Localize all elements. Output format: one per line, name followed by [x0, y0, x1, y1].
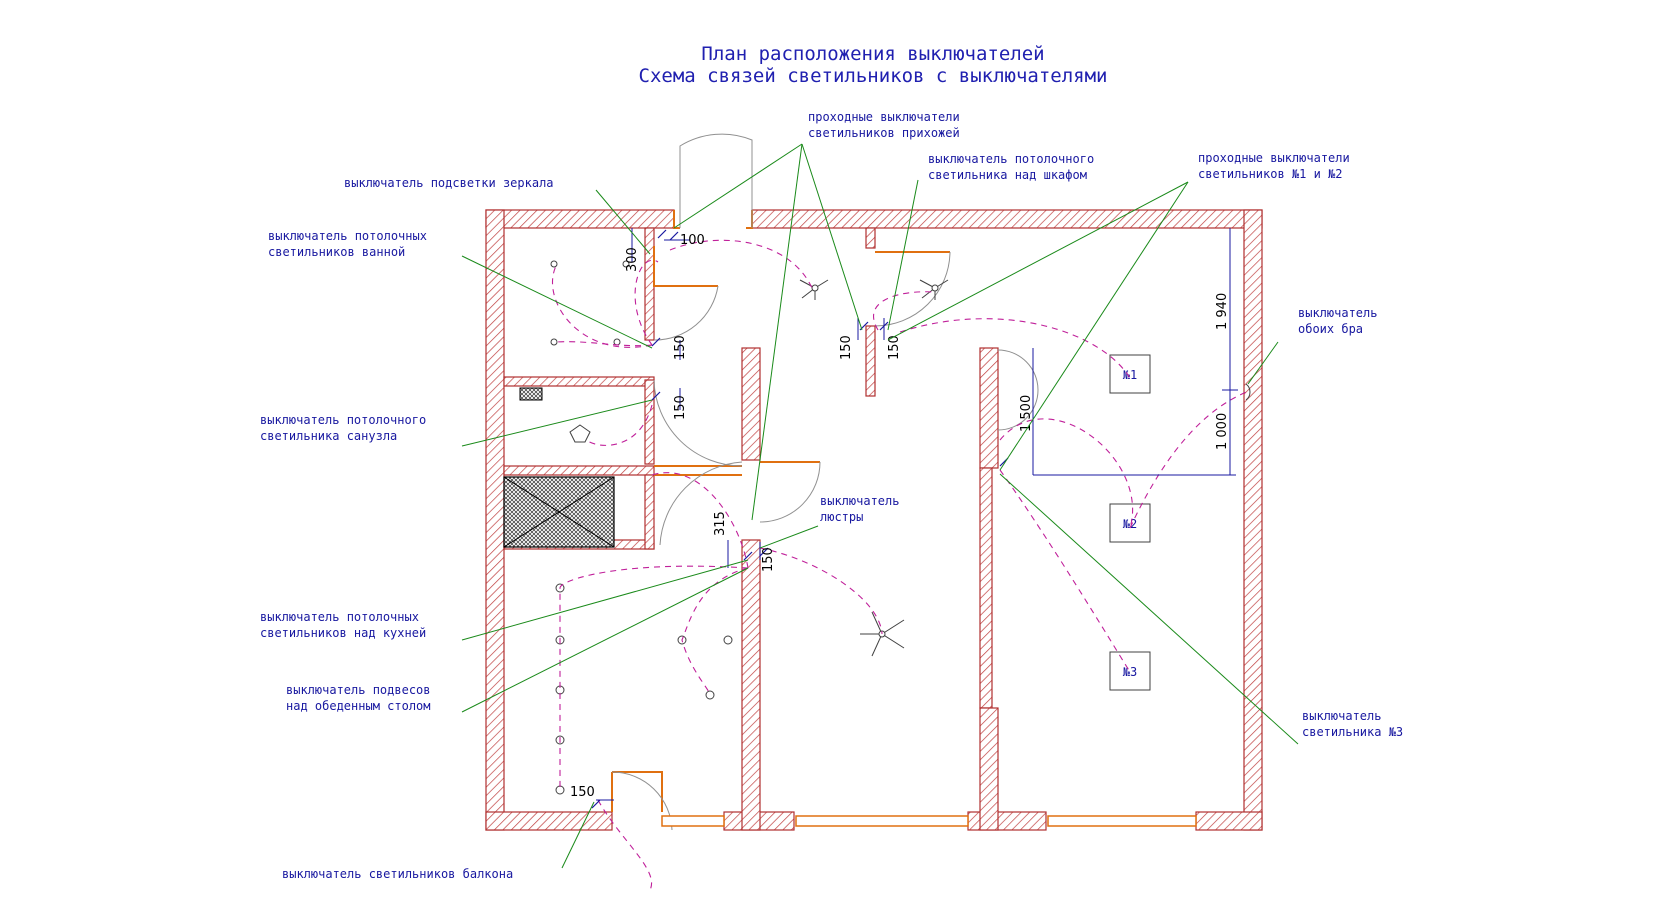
label-line: над обеденным столом: [286, 699, 431, 713]
wall-bottom-4: [1195, 811, 1263, 831]
label-hall-pass-switches: проходные выключатели светильников прихо…: [808, 110, 967, 140]
plan-subtitle: Схема связей светильников с выключателям…: [639, 65, 1108, 87]
closet-lamp: [919, 279, 949, 300]
plan-title: План расположения выключателей: [701, 43, 1044, 65]
lamp-n3: [1109, 651, 1151, 691]
dim-150-chandelier: 150: [761, 547, 776, 572]
dim-300: 300: [625, 247, 640, 272]
wall-bath-right: [644, 227, 655, 341]
lamp-mark-n3: №3: [1123, 665, 1137, 679]
wall-closet-post: [865, 325, 876, 397]
wall-wc-bottom: [503, 465, 655, 476]
label-line: обоих бра: [1298, 322, 1363, 336]
label-line: выключатель потолочных: [260, 610, 419, 624]
wall-bedroom-1: [979, 347, 999, 469]
shaft-cross: [503, 476, 615, 548]
label-line: выключатель: [1298, 306, 1377, 320]
label-line: выключатель подвесов: [286, 683, 431, 697]
lamp-n2: [1109, 503, 1151, 543]
label-line: светильников прихожей: [808, 126, 960, 140]
wall-right: [1243, 209, 1263, 831]
label-line: выключатель потолочных: [268, 229, 427, 243]
hall-lamp-1: [799, 279, 829, 300]
label-line: светильника санузла: [260, 429, 397, 443]
dim-1500: 1 500: [1019, 395, 1034, 432]
lamp-n1: [1109, 354, 1151, 394]
label-line: проходные выключатели: [1198, 151, 1350, 165]
label-line: светильников №1 и №2: [1198, 167, 1343, 181]
label-kitchen-switch: выключатель потолочных светильников над …: [260, 610, 426, 640]
label-pendant-switch: выключатель подвесов над обеденным столо…: [286, 683, 438, 713]
label-lamp3-switch: выключатель светильника №3: [1302, 709, 1403, 739]
label-wc-switch: выключатель потолочного светильника сану…: [260, 413, 433, 443]
label-lamps12-pass-switches: проходные выключатели светильников №1 и …: [1198, 151, 1357, 181]
label-balcony-switch: выключатель светильников балкона: [282, 867, 513, 881]
dim-1000: 1 000: [1215, 413, 1230, 450]
wall-bath-wc: [503, 376, 655, 387]
wall-living-left: [741, 539, 761, 831]
dim-100: 100: [680, 233, 705, 248]
label-line: люстры: [820, 510, 863, 524]
lamp-mark-n1: №1: [1123, 368, 1137, 382]
label-line: проходные выключатели: [808, 110, 960, 124]
dim-150-balcony: 150: [570, 785, 595, 800]
label-line: выключатель потолочного: [928, 152, 1094, 166]
label-bath-switch: выключатель потолочных светильников ванн…: [268, 229, 434, 259]
label-line: светильников над кухней: [260, 626, 426, 640]
lamps: [550, 260, 1251, 795]
dim-315: 315: [713, 511, 728, 536]
label-line: выключатель потолочного: [260, 413, 426, 427]
label-line: выключатель: [820, 494, 899, 508]
dim-150-wc: 150: [673, 395, 688, 420]
label-line: светильника над шкафом: [928, 168, 1087, 182]
label-line: выключатель: [1302, 709, 1381, 723]
wall-corridor-1: [741, 347, 761, 461]
wall-bottom-1: [485, 811, 613, 831]
leader-lines: [461, 143, 1299, 869]
wall-wc-right: [644, 379, 655, 465]
label-wardrobe-switch: выключатель потолочного светильника над …: [928, 152, 1101, 182]
wc-ceiling-lamp: [569, 424, 591, 443]
wall-top-left: [485, 209, 675, 229]
chandelier: [860, 611, 905, 657]
dim-150-hall: 150: [839, 335, 854, 360]
wall-left: [485, 209, 505, 831]
lamp-mark-n2: №2: [1123, 517, 1137, 531]
doors: [611, 133, 1197, 831]
wiring: [551, 239, 1247, 891]
dim-150-bath: 150: [673, 335, 688, 360]
wall-shaft-right: [644, 474, 655, 550]
label-line: светильника №3: [1302, 725, 1403, 739]
sconce: [1245, 383, 1251, 401]
label-line: светильников ванной: [268, 245, 405, 259]
dim-150-closet: 150: [887, 335, 902, 360]
label-chandelier-switch: выключатель люстры: [820, 494, 907, 524]
wall-bedroom-3: [979, 707, 999, 831]
label-sconce-switch: выключатель обоих бра: [1298, 306, 1385, 336]
wall-bedroom-2: [979, 467, 993, 709]
small-shaft: [519, 387, 543, 401]
dimension-lines: [596, 228, 1238, 801]
label-mirror-switch: выключатель подсветки зеркала: [344, 176, 554, 190]
dim-1940: 1 940: [1215, 293, 1230, 330]
wall-closet-stub: [865, 227, 876, 249]
